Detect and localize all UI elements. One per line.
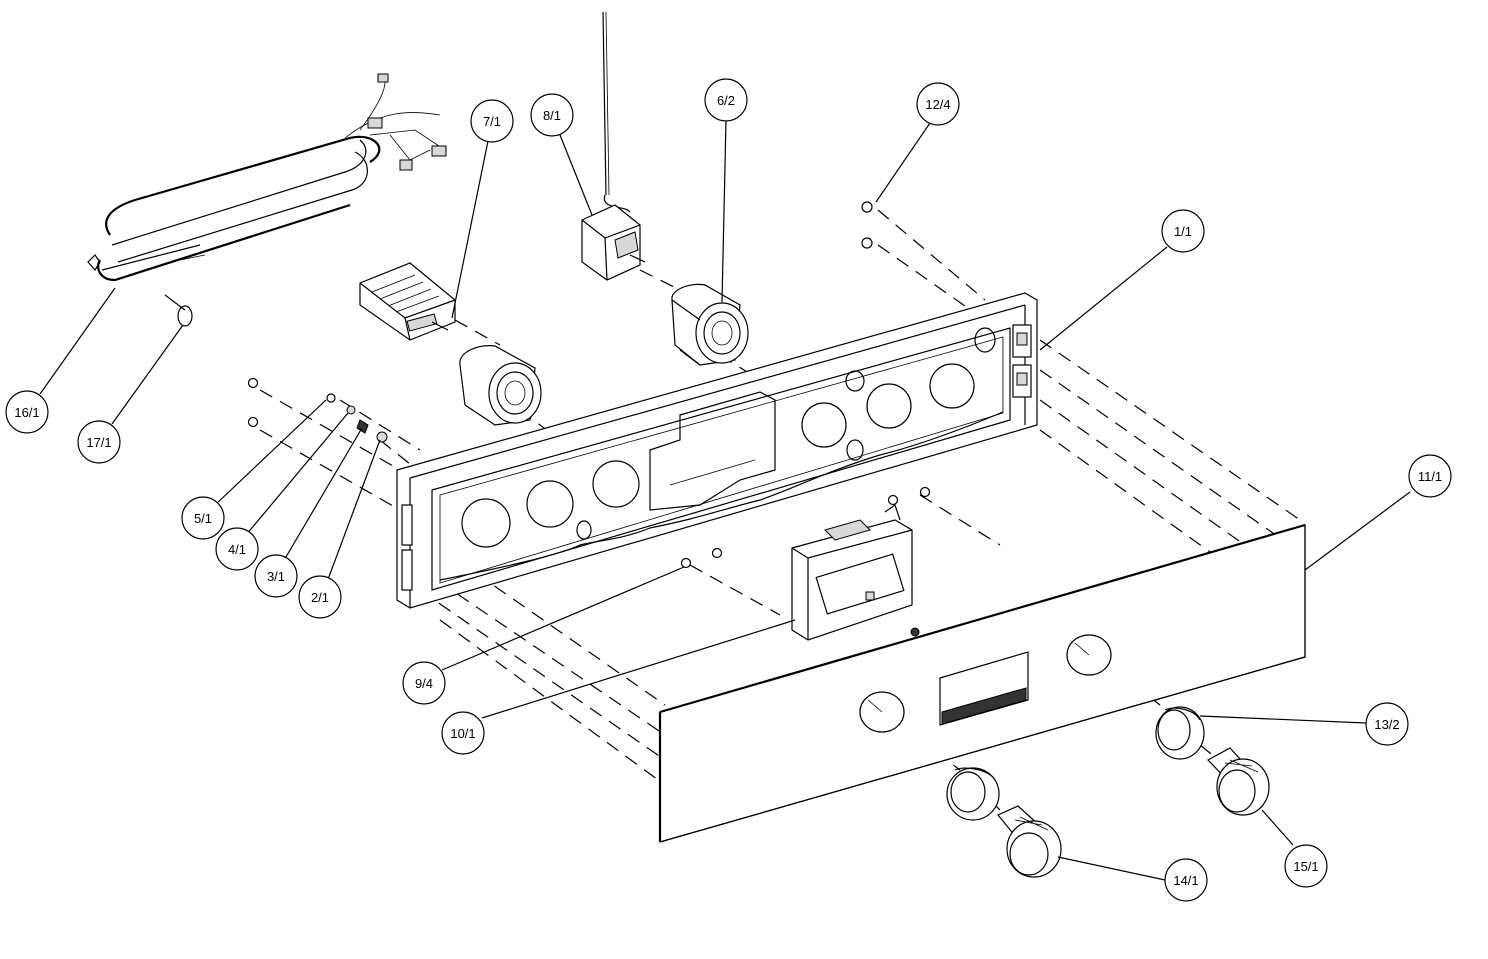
thermostat: [581, 11, 646, 281]
callout-5-1: 5/1: [181, 496, 225, 540]
leader-lines: [39, 119, 1411, 881]
cable-tie: [164, 294, 193, 327]
callout-6-2: 6/2: [704, 78, 748, 122]
callout-14-1: 14/1: [1164, 858, 1208, 902]
callout-8-1: 8/1: [530, 93, 574, 137]
control-knob-left: [997, 805, 1062, 878]
callout-label-13-2: 13/2: [1374, 717, 1399, 732]
callout-label-7-1: 7/1: [483, 114, 501, 129]
screws-left: [247, 377, 388, 443]
knob-bezel-right: [1155, 706, 1205, 760]
callout-3-1: 3/1: [254, 554, 298, 598]
callout-13-2: 13/2: [1365, 702, 1409, 746]
callout-10-1: 10/1: [441, 711, 485, 755]
callout-label-10-1: 10/1: [450, 726, 475, 741]
callout-7-1: 7/1: [470, 99, 514, 143]
callout-15-1: 15/1: [1284, 844, 1328, 888]
callout-9-4: 9/4: [402, 661, 446, 705]
callout-label-14-1: 14/1: [1173, 873, 1198, 888]
callout-label-6-2: 6/2: [717, 93, 735, 108]
callout-17-1: 17/1: [77, 420, 121, 464]
selector-switch-lower: [459, 345, 542, 426]
screws-upper: [861, 201, 873, 249]
callout-label-8-1: 8/1: [543, 108, 561, 123]
frame-holes: [461, 327, 996, 548]
callout-label-15-1: 15/1: [1293, 859, 1318, 874]
screws-middle: [680, 486, 931, 569]
selector-switch-upper: [671, 283, 749, 366]
callout-label-11-1: 11/1: [1418, 469, 1442, 484]
timer-module: [791, 504, 913, 641]
callout-label-1-1: 1/1: [1174, 224, 1192, 239]
callout-label-12-4: 12/4: [925, 97, 950, 112]
callout-4-1: 4/1: [215, 527, 259, 571]
callout-11-1: 11/1: [1408, 454, 1452, 498]
callout-label-5-1: 5/1: [194, 511, 212, 526]
terminal-block: [359, 262, 456, 341]
callout-label-4-1: 4/1: [228, 542, 246, 557]
callout-label-17-1: 17/1: [86, 435, 111, 450]
callout-2-1: 2/1: [298, 575, 342, 619]
heating-element-assembly: [87, 73, 447, 282]
callout-1-1: 1/1: [1161, 209, 1205, 253]
callout-label-2-1: 2/1: [311, 590, 329, 605]
front-fascia-panel: [658, 523, 1306, 843]
callout-16-1: 16/1: [5, 390, 49, 434]
knob-bezel-left: [946, 767, 1000, 821]
callout-12-4: 12/4: [916, 82, 960, 126]
callout-label-3-1: 3/1: [267, 569, 285, 584]
control-panel-frame: [396, 292, 1038, 609]
callout-label-16-1: 16/1: [14, 405, 39, 420]
callout-label-9-4: 9/4: [415, 676, 433, 691]
control-knob-right: [1207, 747, 1270, 816]
